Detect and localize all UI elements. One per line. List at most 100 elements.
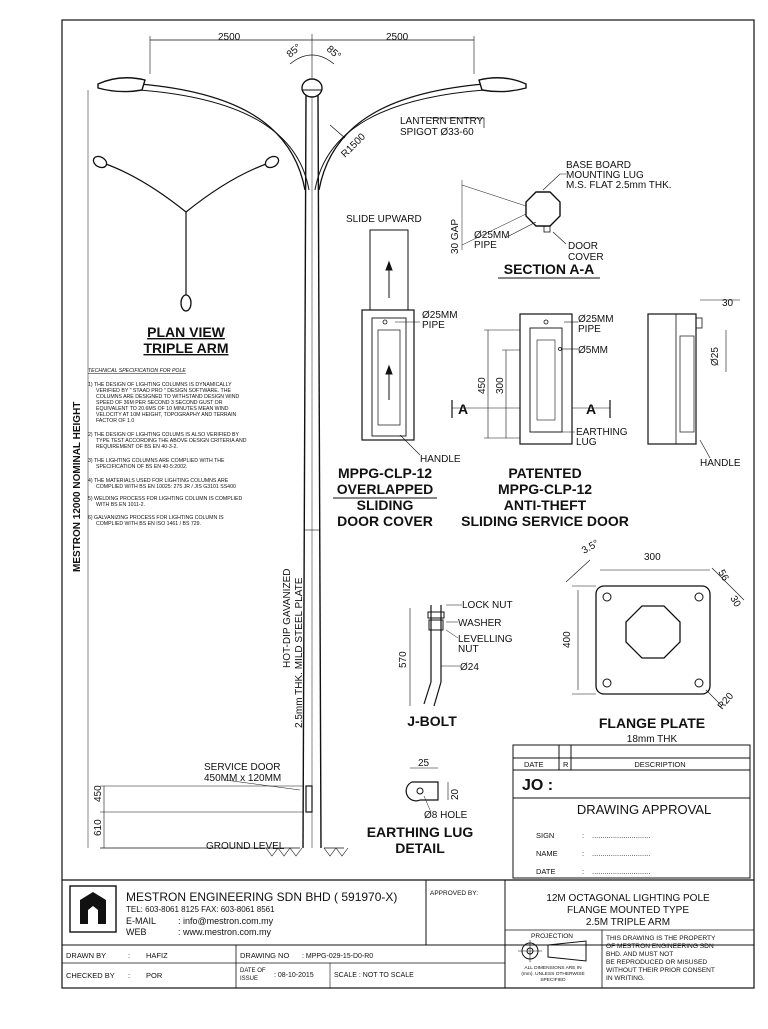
tech-spec-line: COMPLIED WITH BS EN 10025: 275 JR / JIS … [96, 484, 236, 490]
drawing-no-value: : MPPG-029-15-D0-R0 [302, 953, 373, 960]
side-dim-25: Ø25 [710, 347, 721, 366]
base-board-1: BASE BOARD [566, 160, 631, 171]
door-side-view [647, 299, 740, 459]
drawing-no-label: DRAWING NO [240, 951, 289, 960]
dim-610: 610 [93, 819, 104, 836]
tech-spec-line: FACTOR OF 1.0 [96, 418, 134, 424]
revision-approval-block [512, 744, 751, 879]
section-pipe-2: PIPE [474, 240, 497, 251]
drawing-title-line-2: FLANGE MOUNTED TYPE [567, 905, 689, 916]
lock-nut-label: LOCK NUT [462, 600, 513, 611]
tech-spec-line: EQUIVALENT TO 20.6MS OF 10 MINUTES MEAN … [96, 406, 229, 412]
j-bolt-drawing [409, 604, 462, 707]
earthing-lug-drawing [405, 767, 449, 811]
approved-by-label: APPROVED BY: [430, 890, 478, 897]
slide-upward-label: SLIDE UPWARD [346, 214, 422, 225]
door-pipe-1: Ø25MM [578, 314, 614, 325]
property-note-line: IN WRITING. [606, 975, 645, 982]
base-board-2: MOUNTING LUG [566, 170, 644, 181]
tech-spec-line: SPEED OF 36M PER SECOND 3 SECOND GUST OR [96, 400, 223, 406]
section-mark-left: A [458, 401, 468, 417]
flange-plate-drawing [565, 559, 745, 707]
jbolt-title: J-BOLT [407, 713, 457, 729]
tech-spec-line: COLUMNS ARE DESIGNED TO WITHSTAND DESIGN… [96, 394, 239, 400]
approval-name-sep: : [582, 849, 584, 858]
service-door-title-4: SLIDING SERVICE DOOR [461, 513, 629, 529]
cover-handle-label: HANDLE [420, 454, 461, 465]
approval-date-label: DATE [536, 867, 555, 876]
flange-dim-300: 300 [644, 552, 661, 563]
approval-sign-line: ............................ [592, 831, 650, 840]
radius-label: R1500 [339, 131, 368, 160]
flange-angle: 3.5° [580, 538, 601, 556]
pole-elevation [87, 34, 527, 857]
scale-label: SCALE : NOT TO SCALE [334, 972, 414, 979]
door-dim-300: 300 [495, 377, 506, 394]
property-note-line: BHD. AND MUST NOT [606, 951, 673, 958]
dim-450: 450 [93, 785, 104, 802]
flange-dim-56: 56 [715, 568, 730, 584]
flange-radius: R20 [716, 690, 737, 711]
tech-spec-line: REQUIREMENT OF BS EN 40-3-2. [96, 444, 178, 450]
service-door-label-1: SERVICE DOOR [204, 762, 281, 773]
tech-spec-line: TYPE TEST ACCORDING THE ABOVE DESIGN CRI… [96, 438, 247, 444]
tech-spec-line: 1) THE DESIGN OF LIGHTING COLUMNS IS DYN… [88, 382, 232, 388]
tech-spec-line: SPECIFICATION OF BS EN 40-5:2002. [96, 464, 187, 470]
plan-view-title-1: PLAN VIEW [147, 324, 226, 340]
service-door-title-1: PATENTED [508, 465, 581, 481]
door-cover-title-3: SLIDING [357, 497, 414, 513]
property-note-line: OF MESTRON ENGINEERING SDN [606, 943, 714, 950]
jo-label: JO : [522, 777, 553, 794]
lantern-entry-1: LANTERN ENTRY [400, 116, 483, 127]
company-name: MESTRON ENGINEERING SDN BHD ( 591970-X) [126, 890, 397, 904]
approval-name-label: NAME [536, 849, 558, 858]
company-web: : www.mestron.com.my [178, 927, 272, 937]
service-door-title-2: MPPG-CLP-12 [498, 481, 592, 497]
drawing-title-line-1: 12M OCTAGONAL LIGHTING POLE [546, 893, 710, 904]
levelling-nut-1: LEVELLING [458, 634, 513, 645]
date-of-issue-label-2: ISSUE [240, 976, 258, 982]
approval-date-line: ............................ [592, 867, 650, 876]
plan-view-title-2: TRIPLE ARM [143, 340, 228, 356]
approval-sign-label: SIGN [536, 831, 554, 840]
property-note-line: BE REPRODUCED OR MISUSED [606, 959, 707, 966]
tech-spec-line: 2) THE DESIGN OF LIGHTING COLUMS IS ALSO… [88, 432, 239, 438]
projection-note-3: SPECIFIED [540, 977, 566, 983]
title-block-lines [62, 879, 754, 988]
drawn-by-label: DRAWN BY [66, 951, 106, 960]
tech-spec-line: COMPLIED WITH BS EN ISO 1461 / BS 729. [96, 521, 201, 527]
nominal-height-label: MESTRON 12000 NOMINAL HEIGHT [72, 402, 83, 572]
door-cover-2: COVER [568, 252, 604, 263]
revision-r-header: R [563, 760, 569, 769]
washer-label: WASHER [458, 618, 502, 629]
approval-date-sep: : [582, 867, 584, 876]
projection-note-1: ALL DIMENSIONS ARE IN [524, 965, 582, 971]
earthing-lug-1: EARTHING [576, 427, 628, 438]
section-pipe-1: Ø25MM [474, 230, 510, 241]
door-cover-title-2: OVERLAPPED [337, 481, 433, 497]
flange-title: FLANGE PLATE [599, 715, 705, 731]
dim-right: 2500 [386, 32, 409, 43]
checked-by-name: POR [146, 971, 163, 980]
company-tel: TEL: 603-8061 8125 FAX: 603-8061 8561 [126, 905, 275, 914]
door-hole-label: Ø5MM [578, 345, 608, 356]
flange-dim-400: 400 [562, 631, 573, 648]
door-cover-title-4: DOOR COVER [337, 513, 433, 529]
approval-sign-sep: : [582, 831, 584, 840]
tech-spec-line: 5) WELDING PROCESS FOR LIGHTING COLUMN I… [88, 496, 242, 502]
service-door-title-3: ANTI-THEFT [504, 497, 587, 513]
earthing-lug-title-1: EARTHING LUG [367, 824, 474, 840]
revision-date-header: DATE [524, 760, 543, 769]
lug-hole-label: Ø8 HOLE [424, 810, 468, 821]
checked-by-label: CHECKED BY [66, 971, 115, 980]
earthing-lug-title-2: DETAIL [395, 840, 445, 856]
door-pipe-2: PIPE [578, 324, 601, 335]
tech-spec-line: 6) GALVANIZING PROCESS FOR LIGHTING COLU… [88, 515, 224, 521]
checked-by-sep: : [128, 971, 130, 980]
door-cover-1: DOOR [568, 241, 598, 252]
tech-spec-line: VERIFIED BY " STAAD PRO " DESIGN SOFTWAR… [96, 388, 231, 394]
plan-view-drawing [92, 155, 280, 312]
side-dim-30: 30 [722, 298, 734, 309]
drawing-title-line-3: 2.5M TRIPLE ARM [586, 917, 670, 928]
